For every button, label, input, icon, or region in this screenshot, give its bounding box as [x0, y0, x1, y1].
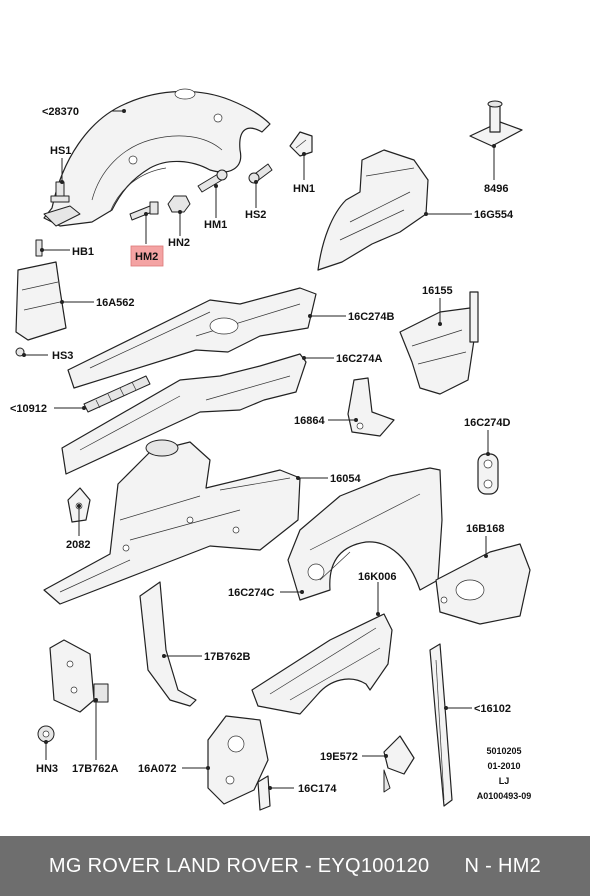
fastener-hm2 [129, 201, 159, 221]
label-16a072: 16A072 [138, 763, 177, 775]
part-16a562-bracket [15, 239, 67, 357]
clip-hn1 [289, 131, 313, 157]
label-16c174: 16C174 [298, 783, 337, 795]
fastener-hm1 [197, 169, 228, 193]
code-line-1: 5010205 [486, 746, 521, 756]
part-16c274b-upper-rail [67, 287, 317, 389]
code-line-2: 01-2010 [487, 761, 520, 771]
label-hn2: HN2 [168, 237, 190, 249]
part-16c274c-apron [287, 467, 443, 601]
label-17b762b: 17B762B [204, 651, 251, 663]
nut-hn3 [37, 725, 55, 743]
label-16c274a: 16C274A [336, 353, 383, 365]
label-17b762a: 17B762A [72, 763, 119, 775]
label-16054: 16054 [330, 473, 361, 485]
part-16054-front-structure [43, 439, 301, 605]
part-19e572-clip [383, 735, 415, 793]
label-16c274d: 16C274D [464, 417, 511, 429]
part-16c274a-rail [61, 353, 307, 475]
label-hs2: HS2 [245, 209, 266, 221]
leader-lines [24, 110, 495, 789]
label-16a562: 16A562 [96, 297, 135, 309]
part-10912-strip [83, 375, 151, 413]
footer-text: MG ROVER LAND ROVER - EYQ100120 N - HM2 [48, 854, 542, 877]
label-16c274b: 16C274B [348, 311, 395, 323]
label-hm2: HM2 [135, 251, 158, 263]
label-hn1: HN1 [293, 183, 315, 195]
part-labels: <28370 HS1 HB1 HM2 HN2 HM1 HS2 HN1 8496 … [10, 106, 514, 795]
part-16864-bracket [347, 377, 395, 437]
label-hn3: HN3 [36, 763, 58, 775]
part-16c174-bracket [257, 775, 271, 811]
label-10912: <10912 [10, 403, 47, 415]
label-16102: <16102 [474, 703, 511, 715]
label-hm1: HM1 [204, 219, 227, 231]
label-16864: 16864 [294, 415, 325, 427]
label-16g554: 16G554 [474, 209, 514, 221]
label-16k006: 16K006 [358, 571, 397, 583]
code-line-4: A0100493-09 [477, 791, 532, 801]
code-line-3: LJ [499, 776, 510, 786]
parts-diagram: <28370 HS1 HB1 HM2 HN2 HM1 HS2 HN1 8496 … [10, 88, 532, 811]
label-16155: 16155 [422, 285, 453, 297]
part-28370-wheelarch-liner [43, 88, 271, 227]
reference-codes: 5010205 01-2010 LJ A0100493-09 [477, 746, 532, 801]
label-16c274c: 16C274C [228, 587, 275, 599]
part-16c274d-plate [477, 453, 499, 495]
part-16b168-bracket [435, 543, 531, 625]
label-16b168: 16B168 [466, 523, 505, 535]
label-hb1: HB1 [72, 246, 94, 258]
part-16102-strut [429, 643, 453, 807]
fastener-hs2 [248, 163, 273, 184]
footer-bar: MG ROVER LAND ROVER - EYQ100120 N - HM2 [0, 836, 590, 896]
label-28370: <28370 [42, 106, 79, 118]
label-hs1: HS1 [50, 145, 71, 157]
part-16g554-splash-shield [317, 149, 429, 271]
part-17b762a-bracket [49, 639, 109, 713]
part-17b762b-bracket [139, 581, 197, 707]
hm2-highlight-box [130, 245, 164, 267]
label-hs3: HS3 [52, 350, 73, 362]
nut-hn2 [167, 195, 191, 213]
label-8496: 8496 [484, 183, 508, 195]
leader-dots [22, 109, 496, 790]
part-16155-bracket [399, 291, 479, 395]
part-16a072-bracket [207, 715, 269, 805]
part-8496-stud-plate [469, 100, 523, 147]
part-16k006-lower-panel [251, 613, 393, 715]
label-19e572: 19E572 [320, 751, 358, 763]
label-2082: 2082 [66, 539, 90, 551]
